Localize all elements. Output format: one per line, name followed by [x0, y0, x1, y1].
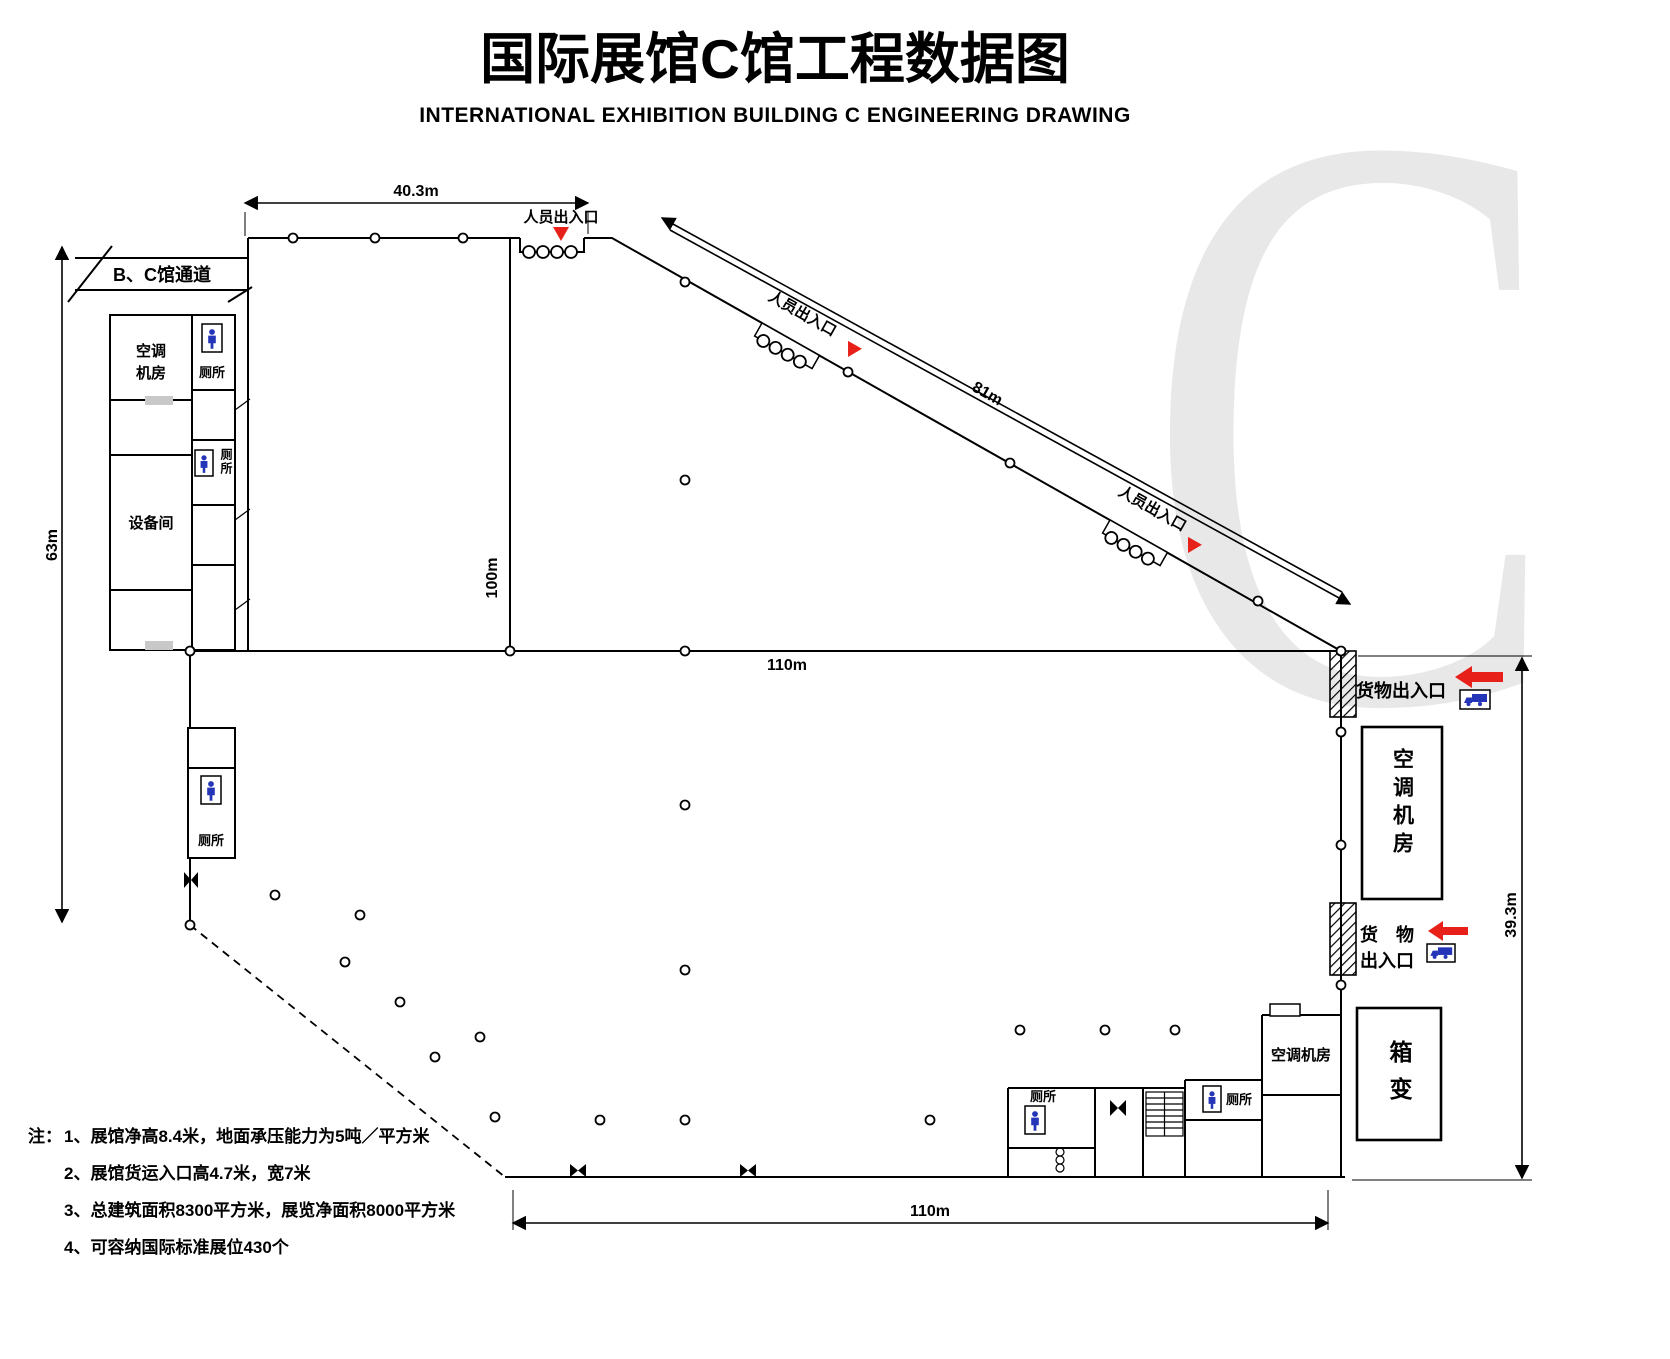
svg-text:39.3m: 39.3m: [1503, 892, 1520, 937]
ac-room-left-label-line2: 机房: [136, 364, 166, 382]
valve-symbol: [1110, 1100, 1126, 1116]
note-line-1: 1、展馆净高8.4米，地面承压能力为5吨／平方米: [64, 1126, 431, 1146]
cargo-arrow-icon: [1428, 921, 1468, 941]
ac-room-left-label-line1: 空调: [136, 342, 166, 360]
dimension-diagonal: 81m: [660, 217, 1352, 605]
note-line-3: 3、总建筑面积8300平方米，展览净面积8000平方米: [64, 1200, 456, 1220]
passage-label: B、C馆通道: [113, 264, 211, 285]
watermark-letter-c: C: [1144, 0, 1559, 880]
transformer-label: 箱变: [1386, 1039, 1413, 1114]
cargo-entrance-label-lower-line2: 出入口: [1360, 950, 1414, 971]
toilet-label-vertical: 厕所: [219, 447, 233, 476]
notes-prefix: 注：: [28, 1126, 62, 1146]
note-line-2: 2、展馆货运入口高4.7米，宽7米: [64, 1163, 312, 1183]
lower-left-toilet: 厕所: [184, 727, 236, 888]
wall-tab: [145, 641, 173, 650]
cut-corner-dashed-line: [189, 924, 506, 1178]
equipment-room-label: 设备间: [128, 514, 173, 532]
passage-bc: B、C馆通道: [67, 245, 253, 303]
ac-room-bottom-label: 空调机房: [1271, 1046, 1331, 1064]
toilet-label: 厕所: [198, 833, 224, 848]
transformer-room: [1355, 1006, 1443, 1142]
cargo-ramp-hatch: [1329, 650, 1357, 718]
right-side-features: 货物出入口 空调机房 货 物 出入口 箱变: [1329, 650, 1503, 1142]
svg-text:40.3m: 40.3m: [393, 183, 438, 200]
valve-symbol: [740, 1164, 756, 1177]
cargo-entrance-label-top: 货物出入口: [1356, 680, 1446, 701]
wall-tab: [145, 396, 173, 405]
dimension-top-width: 40.3m: [243, 183, 590, 236]
toilet-label: 厕所: [199, 365, 225, 380]
toilet-label: 厕所: [1030, 1089, 1056, 1104]
stairs-icon: [1145, 1091, 1184, 1137]
dimension-bottom-width: 110m: [511, 1190, 1330, 1231]
bottom-right-rooms: 空调机房 厕所 厕所: [570, 1003, 1341, 1177]
dimension-right-height: 39.3m: [1352, 655, 1532, 1181]
cargo-arrow-icon: [1455, 666, 1503, 688]
truck-icon: [1426, 943, 1456, 963]
valve-symbol: [184, 872, 198, 888]
page-title: 国际展馆C馆工程数据图: [480, 28, 1070, 90]
ac-room-right: [1360, 725, 1444, 901]
valve-symbol: [570, 1164, 586, 1177]
column-grid: [184, 232, 1347, 1126]
personnel-entrance-diagonal-1: 人员出入口: [753, 287, 862, 370]
dimension-left-height: 63m: [44, 245, 70, 924]
personnel-entrance-top: 人员出入口: [522, 208, 599, 259]
roof-vent: [1269, 1003, 1301, 1017]
note-line-4: 4、可容纳国际标准展位430个: [64, 1237, 290, 1257]
cargo-ramp-hatch: [1329, 902, 1357, 976]
toilet-label: 厕所: [1226, 1092, 1252, 1107]
notes-block: 注： 1、展馆净高8.4米，地面承压能力为5吨／平方米 2、展馆货运入口高4.7…: [28, 1126, 456, 1257]
ac-room-right-label: 空调机房: [1391, 747, 1415, 860]
dimension-hall-height: 100m: [484, 558, 501, 599]
personnel-entrance-label: 人员出入口: [523, 208, 598, 226]
svg-text:63m: 63m: [44, 529, 61, 561]
entrance-direction-marker: [1187, 536, 1202, 553]
entrance-direction-marker: [553, 227, 569, 241]
dimension-hall-width: 110m: [767, 657, 807, 674]
coil-symbol: [1055, 1147, 1065, 1173]
entrance-direction-marker: [847, 340, 862, 357]
svg-text:110m: 110m: [910, 1203, 950, 1220]
page-subtitle: INTERNATIONAL EXHIBITION BUILDING C ENGI…: [419, 104, 1131, 127]
truck-icon: [1459, 689, 1491, 710]
cargo-entrance-label-lower-line1: 货 物: [1360, 924, 1414, 945]
left-service-rooms: 空调 机房 设备间 厕所 厕所: [109, 314, 251, 651]
